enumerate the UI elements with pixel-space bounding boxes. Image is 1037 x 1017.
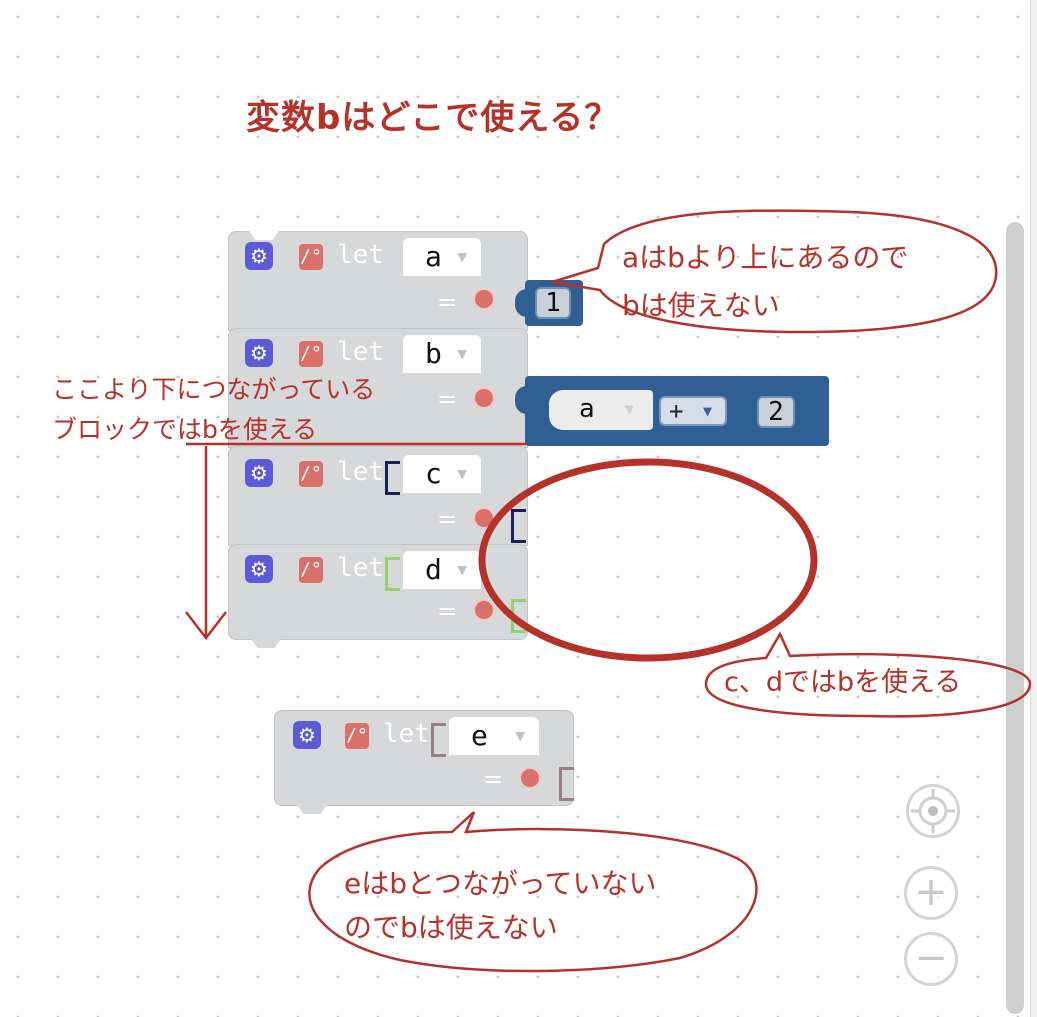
value-slot-bracket (511, 509, 526, 543)
number-field[interactable]: 2 (757, 396, 795, 428)
variable-name: a (579, 394, 595, 424)
variable-bracket (431, 723, 446, 757)
target-icon[interactable] (519, 767, 541, 789)
gear-icon[interactable]: ⚙ (245, 555, 273, 583)
recenter-button[interactable] (906, 784, 960, 838)
let-keyword: let (383, 719, 430, 749)
variable-name: a (425, 240, 442, 273)
value-slot-bracket (559, 767, 574, 801)
let-block-b[interactable]: ⚙ /° let b ▼ = (228, 328, 528, 448)
speech-bubble-e (308, 811, 758, 973)
number-field[interactable]: 1 (535, 287, 571, 319)
equals-sign: = (483, 765, 504, 793)
equals-sign: = (437, 385, 458, 413)
variable-dropdown-c[interactable]: c ▼ (403, 455, 481, 493)
let-block-a[interactable]: ⚙ /° let a ▼ = (228, 231, 528, 331)
operator-symbol: + (669, 397, 684, 425)
plus-icon: + (914, 869, 948, 915)
variable-dropdown-d[interactable]: d ▼ (403, 551, 481, 589)
number-block-1[interactable]: 1 (515, 280, 583, 326)
arithmetic-block[interactable]: a ▼ + ▼ 2 (515, 376, 829, 446)
equals-sign: = (437, 288, 458, 316)
pin-icon[interactable]: /° (345, 723, 369, 749)
zoom-in-button[interactable]: + (904, 866, 958, 920)
annotation-scope-line2: ブロックではbを使える (52, 415, 318, 444)
pin-icon[interactable]: /° (299, 461, 323, 487)
target-icon[interactable] (473, 599, 495, 621)
page-title: 変数bはどこで使える？ (246, 98, 620, 138)
gear-icon[interactable]: ⚙ (245, 339, 273, 367)
pin-icon[interactable]: /° (299, 244, 323, 270)
let-keyword: let (337, 240, 384, 270)
variable-bracket (385, 557, 400, 591)
variable-name: e (471, 719, 488, 752)
variable-dropdown-a[interactable]: a ▼ (403, 238, 481, 276)
minus-icon: − (914, 935, 948, 981)
gear-icon[interactable]: ⚙ (245, 242, 273, 270)
chevron-down-icon: ▼ (457, 560, 467, 579)
variable-bracket (385, 461, 400, 495)
recenter-icon (911, 789, 955, 833)
let-block-e[interactable]: ⚙ /° let e ▼ = (274, 710, 574, 814)
operator-dropdown[interactable]: + ▼ (659, 396, 727, 426)
scope-arrow-head (185, 611, 227, 641)
vertical-scrollbar[interactable] (1006, 222, 1024, 1014)
equals-sign: = (437, 597, 458, 625)
speech-bubble-cd (704, 631, 1032, 718)
chevron-down-icon: ▼ (457, 464, 467, 483)
annotation-a-line2: bは使えない (622, 289, 780, 322)
annotation-e-line1: eはbとつながっていない (344, 867, 657, 900)
workspace-edge (1030, 0, 1037, 1017)
variable-dropdown-e[interactable]: e ▼ (449, 717, 539, 755)
speech-bubble-a (551, 209, 998, 334)
variable-name: d (425, 553, 442, 586)
chevron-down-icon: ▼ (457, 247, 467, 266)
let-keyword: let (337, 457, 384, 487)
equals-sign: = (437, 505, 458, 533)
gear-icon[interactable]: ⚙ (293, 721, 321, 749)
chevron-down-icon: ▼ (515, 726, 525, 745)
let-block-c[interactable]: ⚙ /° let c ▼ = (228, 446, 528, 546)
variable-getter-a[interactable]: a ▼ (549, 390, 653, 430)
let-keyword: let (337, 337, 384, 367)
chevron-down-icon: ▼ (457, 344, 467, 363)
pin-icon[interactable]: /° (299, 557, 323, 583)
variable-dropdown-b[interactable]: b ▼ (403, 335, 481, 373)
let-block-d[interactable]: ⚙ /° let d ▼ = (228, 544, 528, 648)
zoom-out-button[interactable]: − (904, 932, 958, 986)
annotation-cd: c、dではbを使える (724, 667, 962, 698)
annotation-scope-line1: ここより下につながっている (52, 375, 376, 404)
chevron-down-icon: ▼ (625, 400, 635, 418)
pin-icon[interactable]: /° (299, 341, 323, 367)
gear-icon[interactable]: ⚙ (245, 459, 273, 487)
variable-name: b (425, 337, 442, 370)
target-icon[interactable] (473, 288, 495, 310)
chevron-down-icon: ▼ (703, 402, 713, 420)
highlight-ellipse (478, 458, 818, 662)
annotation-a-line1: aはbより上にあるので (622, 241, 909, 274)
target-icon[interactable] (473, 387, 495, 409)
variable-name: c (425, 457, 442, 490)
let-keyword: let (337, 553, 384, 583)
annotation-e-line2: のでbは使えない (344, 911, 558, 944)
